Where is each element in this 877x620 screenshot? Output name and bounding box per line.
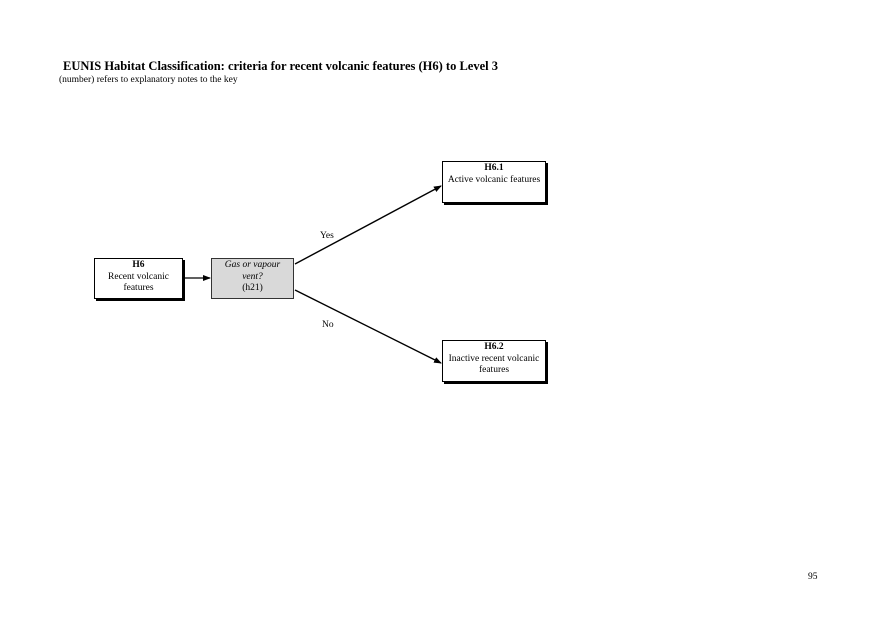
node-label-line: Inactive recent volcanic xyxy=(448,353,540,364)
node-label-line: Recent volcanic xyxy=(108,271,169,282)
note-reference: (h21) xyxy=(242,283,263,293)
page-number: 95 xyxy=(808,572,818,582)
node-label-line: Active volcanic features xyxy=(447,174,541,185)
node-code: H6.2 xyxy=(484,342,504,352)
node-code: H6.1 xyxy=(484,163,504,173)
question-line: vent? xyxy=(242,271,263,282)
decision-gas-or-vapour-vent: Gas or vapour vent? (h21) xyxy=(211,258,294,299)
node-label-line: features xyxy=(123,283,154,293)
node-h6-recent-volcanic-features: H6 Recent volcanic features xyxy=(94,258,183,299)
page-title: EUNIS Habitat Classification: criteria f… xyxy=(63,59,498,73)
edge-label-yes: Yes xyxy=(320,231,334,241)
arrow-yes-to-h61 xyxy=(294,185,442,265)
node-code: H6 xyxy=(132,260,145,270)
arrow-no-to-h62 xyxy=(294,289,442,364)
page-subtitle: (number) refers to explanatory notes to … xyxy=(59,75,238,85)
node-h6-1-active-volcanic-features: H6.1 Active volcanic features xyxy=(442,161,546,203)
node-label-line: features xyxy=(478,365,510,375)
node-h6-2-inactive-recent-volcanic-features: H6.2 Inactive recent volcanic features xyxy=(442,340,546,382)
question-line: Gas or vapour xyxy=(224,260,281,270)
edge-label-no: No xyxy=(322,320,334,330)
